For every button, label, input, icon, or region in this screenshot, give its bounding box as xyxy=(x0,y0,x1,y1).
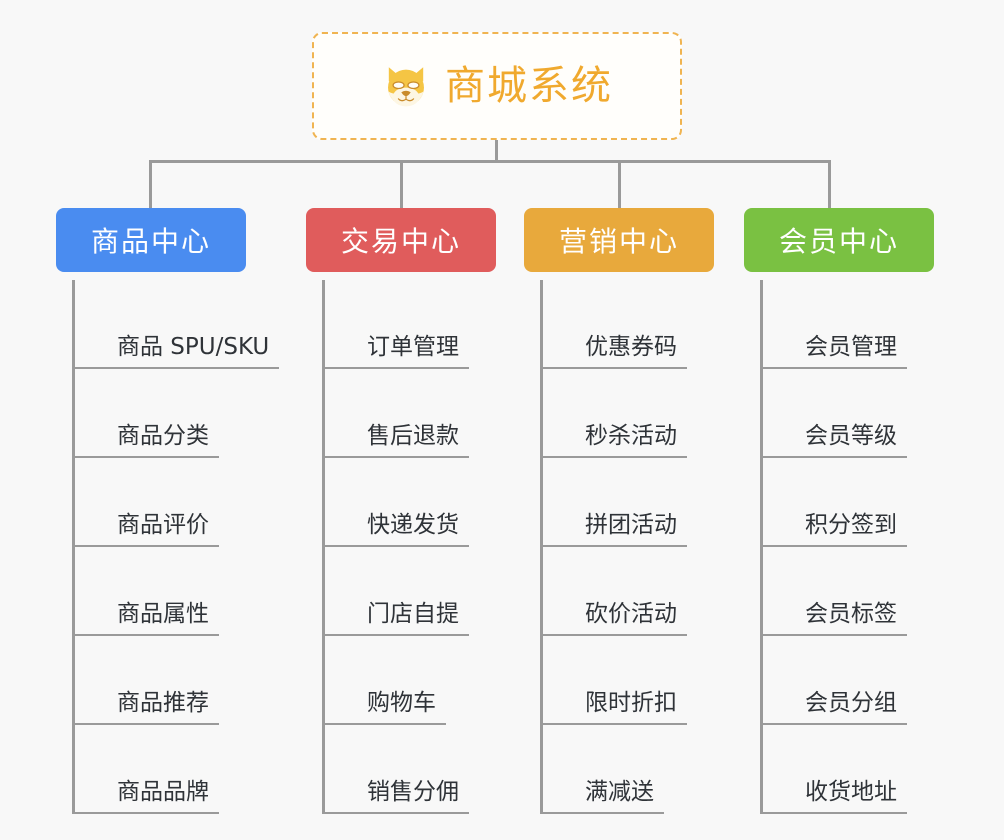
branch-header-label-2: 营销中心 xyxy=(558,225,679,258)
leaf-label: 商品评价 xyxy=(72,505,219,547)
leaf-item[interactable]: 商品 SPU/SKU xyxy=(72,280,280,369)
leaf-label: 购物车 xyxy=(322,683,446,725)
branch-header-3[interactable]: 会员中心 xyxy=(744,208,934,272)
connector-bus xyxy=(149,160,831,163)
leaf-label: 销售分佣 xyxy=(322,772,469,814)
leaf-item[interactable]: 积分签到 xyxy=(760,458,934,547)
root-node[interactable]: 商城系统 xyxy=(312,32,682,140)
leaf-item[interactable]: 拼团活动 xyxy=(540,458,714,547)
leaf-item[interactable]: 商品属性 xyxy=(72,547,246,636)
leaf-list-2: 优惠券码 秒杀活动 拼团活动 砍价活动 限时折扣 满减送 xyxy=(540,272,714,814)
leaf-label: 砍价活动 xyxy=(540,594,687,636)
branch-header-0[interactable]: 商品中心 xyxy=(56,208,246,272)
branch-column-1: 交易中心 订单管理 售后退款 快递发货 门店自提 购物车 销售分佣 xyxy=(306,208,496,814)
leaf-label: 优惠券码 xyxy=(540,327,687,369)
branch-header-2[interactable]: 营销中心 xyxy=(524,208,714,272)
leaf-list-0: 商品 SPU/SKU 商品分类 商品评价 商品属性 商品推荐 商品品牌 xyxy=(72,272,280,814)
leaf-label: 商品推荐 xyxy=(72,683,219,725)
leaf-label: 积分签到 xyxy=(760,505,907,547)
branch-column-3: 会员中心 会员管理 会员等级 积分签到 会员标签 会员分组 收货地址 xyxy=(744,208,934,814)
shiba-dog-face-icon xyxy=(388,67,424,107)
leaf-item[interactable]: 售后退款 xyxy=(322,369,496,458)
leaf-list-1: 订单管理 售后退款 快递发货 门店自提 购物车 销售分佣 xyxy=(322,272,496,814)
leaf-item[interactable]: 会员标签 xyxy=(760,547,934,636)
leaf-list-3: 会员管理 会员等级 积分签到 会员标签 会员分组 收货地址 xyxy=(760,272,934,814)
leaf-label: 商品品牌 xyxy=(72,772,219,814)
leaf-label: 订单管理 xyxy=(322,327,469,369)
leaf-item[interactable]: 销售分佣 xyxy=(322,725,496,814)
connector-drop-col-2 xyxy=(618,160,621,210)
leaf-item[interactable]: 商品分类 xyxy=(72,369,246,458)
connector-drop-col-1 xyxy=(400,160,403,210)
branch-header-label-0: 商品中心 xyxy=(90,225,211,258)
leaf-item[interactable]: 会员管理 xyxy=(760,280,934,369)
leaf-label: 快递发货 xyxy=(322,505,469,547)
leaf-item[interactable]: 商品评价 xyxy=(72,458,246,547)
leaf-item[interactable]: 限时折扣 xyxy=(540,636,714,725)
connector-root-stem xyxy=(495,140,498,162)
connector-drop-col-3 xyxy=(828,160,831,210)
leaf-label: 门店自提 xyxy=(322,594,469,636)
leaf-label: 收货地址 xyxy=(760,772,907,814)
leaf-item[interactable]: 订单管理 xyxy=(322,280,496,369)
leaf-label: 限时折扣 xyxy=(540,683,687,725)
leaf-item[interactable]: 收货地址 xyxy=(760,725,934,814)
leaf-item[interactable]: 商品品牌 xyxy=(72,725,246,814)
branch-header-label-3: 会员中心 xyxy=(778,225,899,258)
leaf-label: 拼团活动 xyxy=(540,505,687,547)
branch-header-1[interactable]: 交易中心 xyxy=(306,208,496,272)
leaf-item[interactable]: 满减送 xyxy=(540,725,714,814)
leaf-label: 商品 SPU/SKU xyxy=(72,327,280,369)
leaf-label: 满减送 xyxy=(540,772,664,814)
root-title: 商城系统 xyxy=(445,63,613,109)
branch-column-0: 商品中心 商品 SPU/SKU 商品分类 商品评价 商品属性 商品推荐 商品品牌 xyxy=(56,208,280,814)
leaf-label: 商品属性 xyxy=(72,594,219,636)
branch-header-label-1: 交易中心 xyxy=(340,225,461,258)
leaf-label: 会员等级 xyxy=(760,416,907,458)
leaf-item[interactable]: 秒杀活动 xyxy=(540,369,714,458)
leaf-label: 秒杀活动 xyxy=(540,416,687,458)
connector-drop-col-0 xyxy=(149,160,152,210)
leaf-item[interactable]: 会员分组 xyxy=(760,636,934,725)
leaf-label: 会员管理 xyxy=(760,327,907,369)
leaf-item[interactable]: 商品推荐 xyxy=(72,636,246,725)
leaf-item[interactable]: 优惠券码 xyxy=(540,280,714,369)
leaf-label: 售后退款 xyxy=(322,416,469,458)
leaf-label: 会员分组 xyxy=(760,683,907,725)
leaf-item[interactable]: 会员等级 xyxy=(760,369,934,458)
leaf-item[interactable]: 购物车 xyxy=(322,636,496,725)
leaf-item[interactable]: 门店自提 xyxy=(322,547,496,636)
leaf-item[interactable]: 快递发货 xyxy=(322,458,496,547)
leaf-item[interactable]: 砍价活动 xyxy=(540,547,714,636)
leaf-label: 会员标签 xyxy=(760,594,907,636)
leaf-label: 商品分类 xyxy=(72,416,219,458)
branch-column-2: 营销中心 优惠券码 秒杀活动 拼团活动 砍价活动 限时折扣 满减送 xyxy=(524,208,714,814)
